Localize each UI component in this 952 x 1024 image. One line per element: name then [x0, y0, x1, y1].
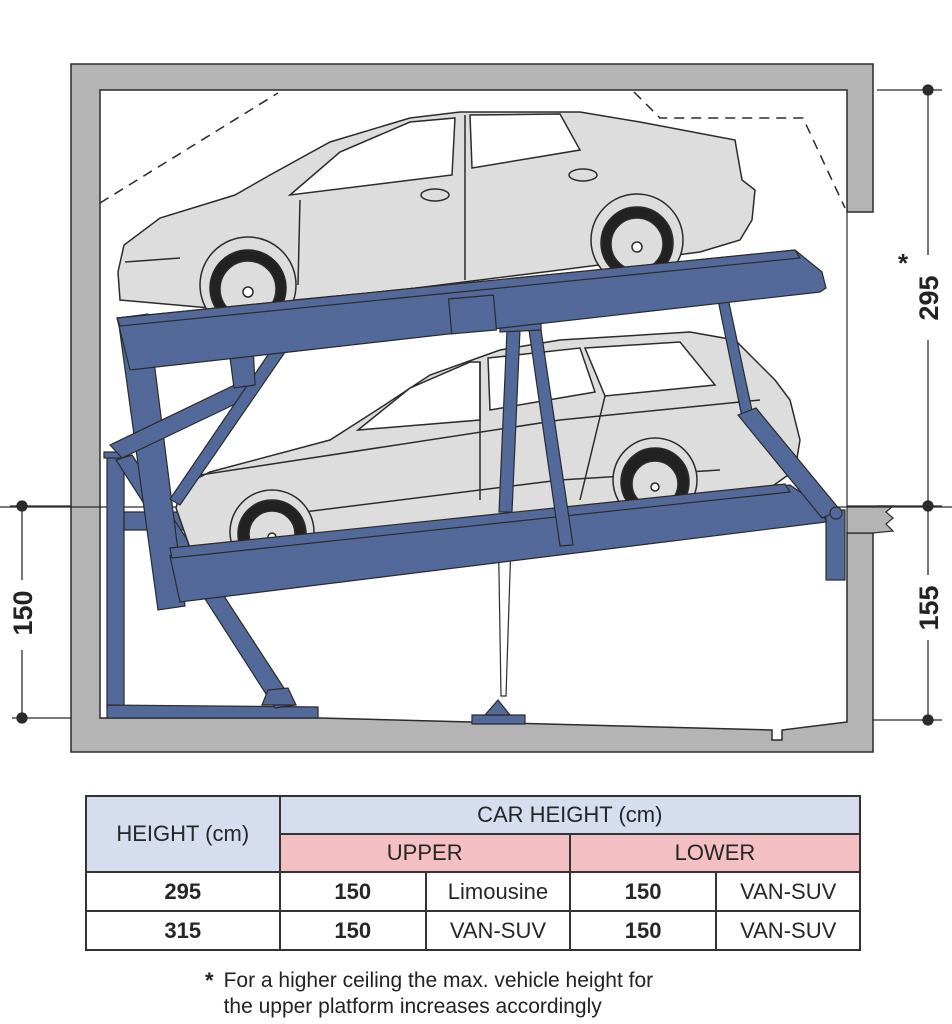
table-row: 315 150 VAN-SUV 150 VAN-SUV — [85, 910, 861, 951]
dim-upper-label: 295 — [914, 275, 944, 320]
car-height-table: HEIGHT (cm) CAR HEIGHT (cm) UPPER LOWER … — [85, 795, 862, 951]
dim-lower-left-label: 150 — [8, 590, 38, 635]
lower-value-cell: 150 — [568, 871, 718, 912]
lower-car-window-back — [583, 341, 717, 397]
car-height-header: CAR HEIGHT (cm) — [278, 795, 862, 835]
parking-lift-diagram: 295 * 155 150 — [0, 63, 952, 753]
lower-value-cell: 150 — [568, 910, 718, 951]
dimension-right — [873, 84, 942, 726]
upper-type-cell: Limousine — [425, 871, 571, 912]
upper-car — [117, 111, 756, 334]
height-cell: 295 — [85, 871, 281, 912]
upper-car-window-front — [287, 117, 456, 197]
upper-value-cell: 150 — [278, 910, 428, 951]
upper-value-cell: 150 — [278, 871, 428, 912]
ground-slab — [846, 505, 895, 534]
height-header: HEIGHT (cm) — [85, 795, 281, 873]
table-row: 295 150 Limousine 150 VAN-SUV — [85, 871, 861, 912]
footnote: * For a higher ceiling the max. vehicle h… — [205, 968, 653, 1020]
upper-car-window-rear — [469, 113, 582, 169]
footnote-line-1: For a higher ceiling the max. vehicle he… — [223, 969, 654, 992]
height-cell: 315 — [85, 910, 281, 951]
upper-header: UPPER — [278, 833, 571, 873]
lower-platform — [169, 483, 827, 603]
lower-header: LOWER — [568, 833, 862, 873]
dim-upper-asterisk: * — [898, 248, 909, 278]
lower-type-cell: VAN-SUV — [715, 910, 861, 951]
lower-type-cell: VAN-SUV — [715, 871, 861, 912]
dimension-left — [10, 500, 71, 724]
garage-structure — [70, 63, 895, 753]
footnote-line-2: the upper platform increases accordingly — [223, 995, 602, 1018]
dim-lower-right-label: 155 — [914, 585, 944, 630]
clearance-outline — [99, 91, 846, 209]
upper-type-cell: VAN-SUV — [425, 910, 571, 951]
footnote-marker: * — [205, 968, 214, 993]
concrete-wall — [70, 63, 874, 753]
upper-platform — [116, 249, 827, 371]
lower-car-window-front — [355, 361, 481, 431]
